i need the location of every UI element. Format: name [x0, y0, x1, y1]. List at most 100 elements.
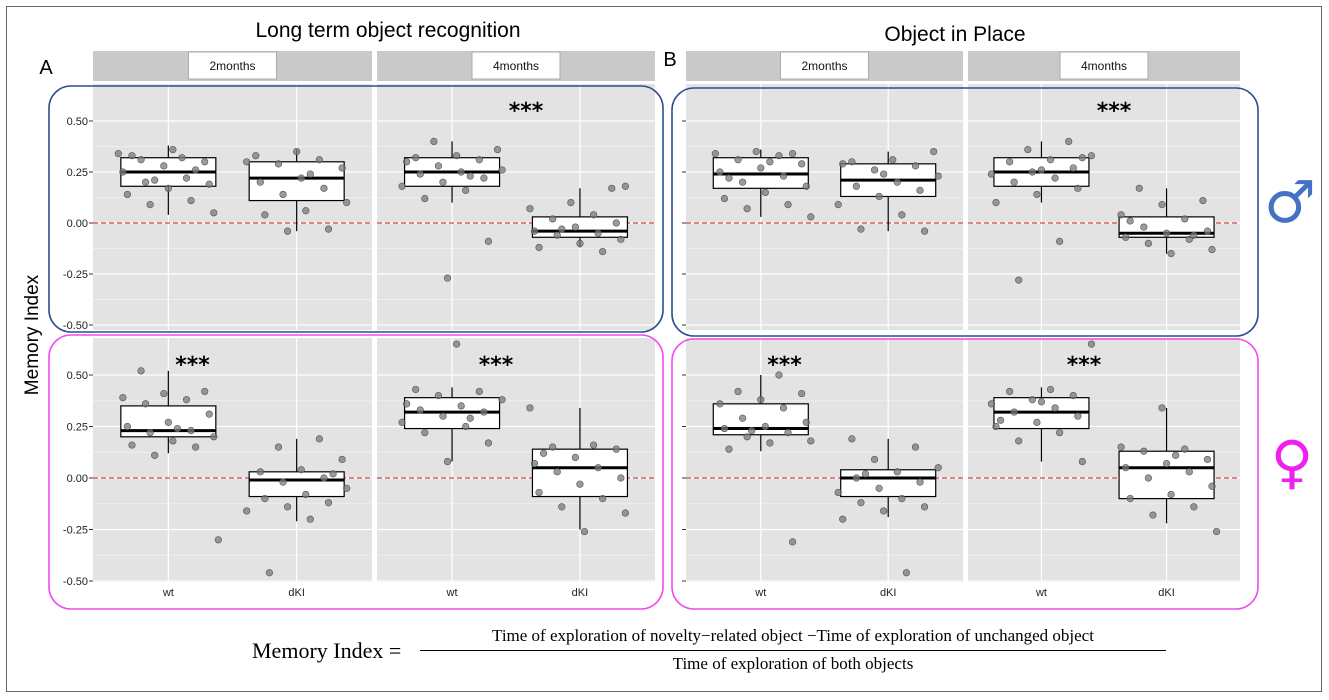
data-point	[1122, 233, 1130, 241]
data-point	[306, 170, 314, 178]
panel-b-title: Object in Place	[884, 23, 1025, 46]
data-point	[612, 219, 620, 227]
formula-lhs: Memory Index =	[252, 638, 402, 663]
outline-a-male	[48, 85, 664, 333]
significance-marker: ***	[479, 353, 514, 378]
data-point	[457, 402, 465, 410]
data-point	[1185, 468, 1193, 476]
data-point	[898, 211, 906, 219]
data-point	[1162, 459, 1171, 468]
data-point	[1037, 166, 1046, 174]
data-point	[580, 527, 589, 536]
data-point	[214, 536, 222, 544]
data-point	[283, 227, 292, 235]
data-point	[916, 186, 924, 194]
data-point	[151, 451, 159, 459]
y-tick-label: 0.50	[67, 370, 88, 382]
data-point	[1024, 145, 1032, 154]
data-point	[567, 199, 575, 207]
data-point	[182, 174, 191, 182]
data-point	[934, 172, 942, 180]
data-point	[1140, 223, 1148, 231]
data-point	[210, 433, 218, 441]
data-point	[1078, 457, 1086, 466]
panel-background	[93, 84, 372, 330]
panel-background	[686, 84, 963, 330]
data-point	[920, 227, 929, 235]
data-point	[1010, 178, 1018, 186]
data-point	[160, 162, 168, 170]
facet-label: 4months	[1081, 59, 1127, 73]
data-point	[187, 427, 195, 435]
data-point	[720, 194, 729, 203]
data-point	[725, 445, 733, 453]
data-point	[576, 480, 584, 488]
data-point	[160, 389, 168, 398]
data-point	[589, 211, 598, 219]
data-point	[798, 160, 806, 168]
data-point	[857, 225, 865, 233]
significance-marker: ***	[175, 353, 210, 378]
data-point	[1190, 231, 1198, 239]
y-tick-label: 0.25	[67, 167, 88, 179]
data-point	[779, 172, 788, 180]
data-point	[716, 168, 724, 176]
data-point	[1208, 482, 1216, 490]
data-point	[302, 207, 310, 215]
data-point	[480, 174, 488, 182]
data-point	[789, 538, 797, 546]
significance-marker: ***	[1097, 99, 1132, 124]
significance-marker: ***	[1067, 353, 1102, 378]
data-point	[893, 178, 901, 186]
data-point	[320, 184, 328, 192]
male-symbol-icon: ♂	[1264, 168, 1316, 236]
data-point	[343, 484, 351, 492]
data-point	[589, 441, 598, 449]
box-iqr	[248, 161, 345, 202]
data-point	[421, 194, 429, 203]
formula-denominator: Time of exploration of both objects	[672, 654, 914, 673]
data-point	[807, 437, 815, 445]
data-point	[857, 499, 865, 507]
data-point	[256, 468, 264, 476]
data-point	[443, 274, 452, 282]
data-point	[1122, 464, 1130, 472]
data-point	[1006, 387, 1014, 396]
data-point	[205, 410, 213, 418]
data-point	[453, 340, 461, 348]
facet-label-box	[471, 51, 561, 80]
data-point	[784, 429, 792, 437]
data-point	[1033, 418, 1041, 426]
data-point	[1162, 229, 1171, 237]
data-point	[439, 178, 447, 186]
data-point	[443, 457, 452, 466]
data-point	[594, 464, 602, 472]
data-point	[576, 239, 584, 247]
data-point	[302, 490, 310, 499]
data-point	[902, 569, 910, 577]
data-point	[338, 455, 346, 464]
y-tick-label: 0.00	[67, 473, 88, 485]
data-point	[283, 503, 292, 511]
figure-frame	[6, 6, 1322, 692]
data-point	[558, 225, 566, 233]
data-point	[412, 154, 420, 162]
y-tick-label: -0.25	[63, 525, 88, 537]
data-point	[802, 182, 810, 190]
data-point	[1065, 137, 1073, 145]
data-point	[852, 474, 860, 482]
x-tick-label: dKI	[288, 587, 305, 599]
outline-b-male	[671, 87, 1259, 337]
facet-label: 4months	[493, 59, 539, 73]
data-point	[297, 466, 305, 474]
data-point	[1144, 239, 1152, 247]
data-point	[875, 484, 883, 492]
data-point	[789, 150, 797, 158]
data-point	[1190, 503, 1198, 511]
data-point	[996, 416, 1005, 424]
data-point	[775, 371, 783, 379]
data-point	[421, 429, 429, 437]
facet-panel-B-male-4months: ***	[968, 84, 1240, 330]
data-point	[293, 148, 301, 156]
